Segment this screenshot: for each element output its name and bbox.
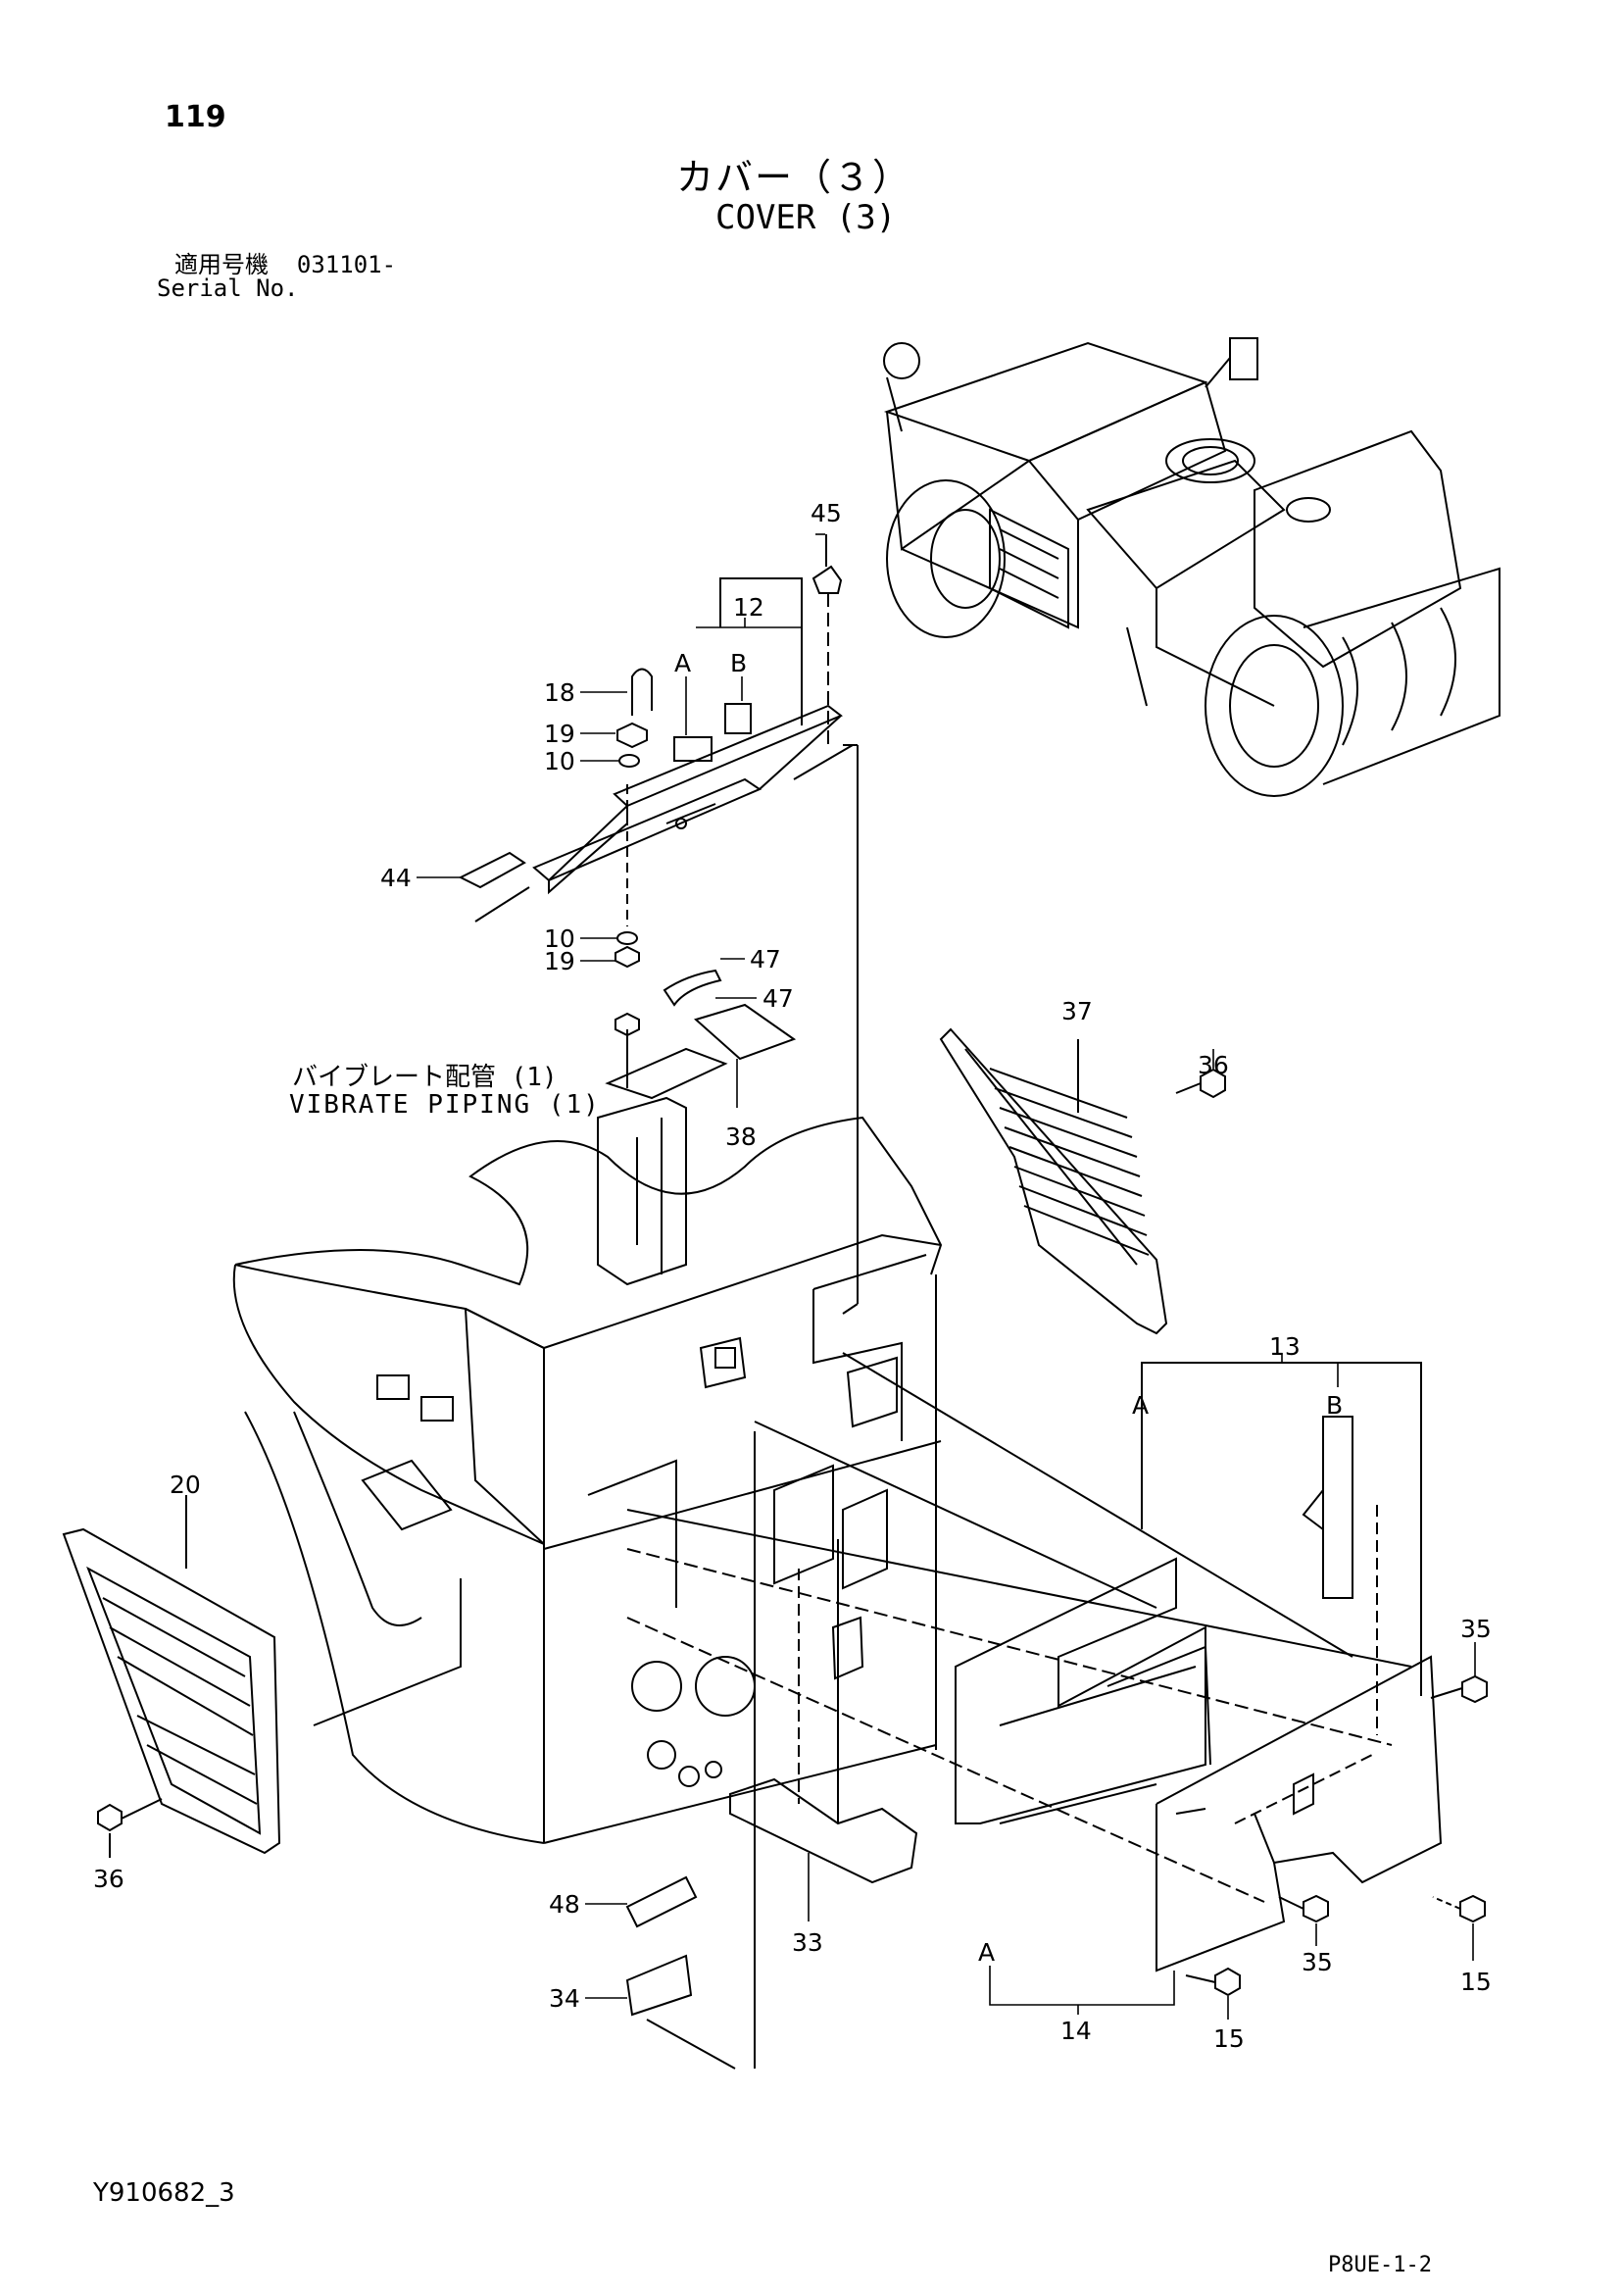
callout-10-lower: 10	[544, 924, 575, 953]
serial-range: 031101-	[296, 251, 397, 278]
bracket-12-assembly	[458, 577, 854, 923]
u-bolt-and-hardware	[615, 668, 653, 969]
bolt-35-center	[1278, 1894, 1329, 1923]
callout-12-b: B	[730, 649, 747, 677]
guide-line-long-vertical	[754, 744, 859, 2069]
callout-38: 38	[725, 1123, 757, 1151]
callout-13-a: A	[1132, 1391, 1149, 1420]
callout-45: 45	[811, 499, 842, 527]
document-code: Y910682_3	[93, 2178, 235, 2208]
pad-48	[625, 1875, 698, 1928]
callout-35-center: 35	[1302, 1948, 1333, 1976]
roller-machine-overview	[883, 337, 1500, 797]
bolt-15-lower	[1185, 1967, 1241, 1997]
callout-19-lower: 19	[544, 947, 575, 975]
callout-10-upper: 10	[544, 747, 575, 775]
louver-37	[939, 1027, 1168, 1335]
title-english: COVER (3)	[715, 198, 897, 237]
pad-33	[729, 1539, 918, 1884]
callout-20: 20	[170, 1471, 201, 1499]
callout-44: 44	[380, 864, 412, 892]
callout-47-lower: 47	[762, 984, 794, 1013]
serial-label-jp-text: 適用号機	[174, 251, 269, 278]
part-13-bracket-assembly	[626, 1352, 1443, 1972]
bolt-36-upper	[1175, 1068, 1226, 1099]
callout-13: 13	[1269, 1332, 1301, 1361]
callout-33: 33	[792, 1928, 823, 1957]
sheet-code: P8UE-1-2	[1328, 2253, 1432, 2277]
callout-15-lower: 15	[1213, 2024, 1245, 2053]
callout-37: 37	[1061, 997, 1093, 1025]
louver-20	[62, 1495, 281, 1855]
callout-13-b: B	[1326, 1391, 1343, 1420]
callout-35-right: 35	[1460, 1615, 1492, 1643]
callout-labels: 45 12 A B 18 19 10 44 10 19 47 47 38 37 …	[93, 499, 1492, 2053]
title-japanese: カバー（３）	[676, 156, 912, 199]
callout-12: 12	[733, 593, 764, 622]
bolt-36-lower	[97, 1798, 163, 1858]
callout-12-a: A	[674, 649, 691, 677]
callout-34: 34	[549, 1984, 580, 2013]
bolt-35-right	[1430, 1674, 1488, 1704]
part-45-cap	[812, 534, 843, 745]
bolt-15-right	[1432, 1894, 1486, 1923]
callout-47-upper: 47	[750, 945, 781, 973]
vibrate-piping-label-english: VIBRATE PIPING (1)	[289, 1090, 601, 1120]
callout-14: 14	[1060, 2017, 1092, 2045]
callout-19-upper: 19	[544, 720, 575, 748]
pad-34	[625, 1954, 736, 2070]
vibrate-piping-bracket	[597, 1096, 687, 1286]
page-number: 119	[165, 100, 226, 134]
vibrate-piping-label-japanese: バイブレート配管 (1)	[292, 1063, 558, 1092]
serial-label-english: Serial No.	[157, 275, 299, 302]
callout-15-right: 15	[1460, 1968, 1492, 1996]
callout-14-a: A	[978, 1938, 995, 1967]
main-cover-body	[232, 1116, 943, 1844]
serial-label-japanese: 適用号機 031101-	[174, 245, 396, 279]
callout-36-lower: 36	[93, 1865, 124, 1893]
callout-36-upper: 36	[1198, 1051, 1229, 1079]
callout-18: 18	[544, 678, 575, 707]
callout-48: 48	[549, 1890, 580, 1919]
clip-47-and-bracket-38	[605, 969, 797, 1100]
